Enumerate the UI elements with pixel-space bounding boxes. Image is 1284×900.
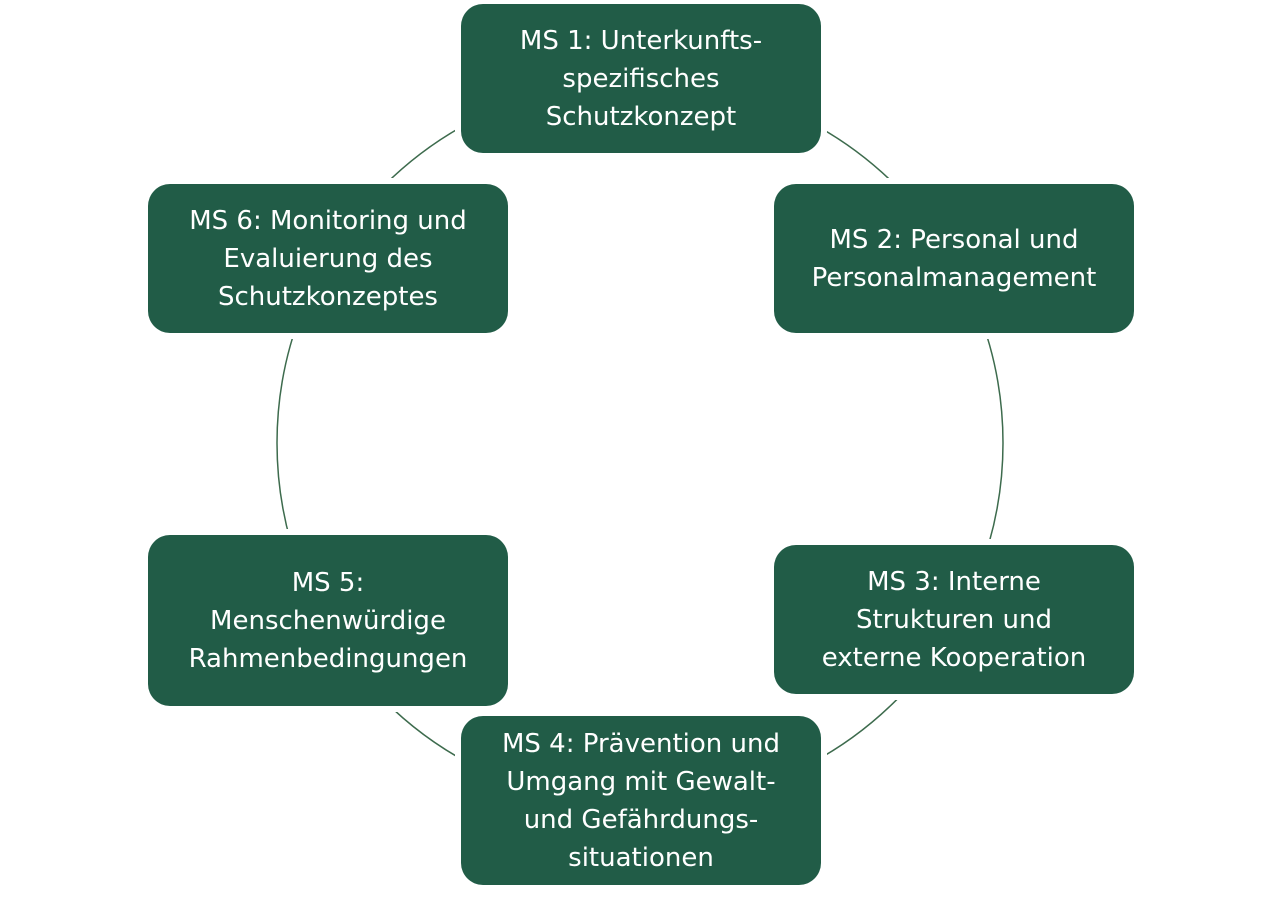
step-ms4-label: MS 4: Prävention und Umgang mit Gewalt- … <box>501 728 780 873</box>
step-ms1-label: MS 1: Unterkunfts- spezifisches Schutzko… <box>519 25 763 132</box>
step-ms2-label: MS 2: Personal und Personalmanagement <box>811 224 1097 293</box>
step-ms6-label: MS 6: Monitoring und Evaluierung des Sch… <box>189 205 467 312</box>
step-ms4: MS 4: Prävention und Umgang mit Gewalt- … <box>461 716 821 885</box>
step-ms5-label: MS 5: Menschenwürdige Rahmenbedingungen <box>188 567 468 674</box>
step-ms2: MS 2: Personal und Personalmanagement <box>774 184 1134 333</box>
step-ms6: MS 6: Monitoring und Evaluierung des Sch… <box>148 184 508 333</box>
step-ms5: MS 5: Menschenwürdige Rahmenbedingungen <box>148 535 508 706</box>
step-ms3: MS 3: Interne Strukturen und externe Koo… <box>774 545 1134 694</box>
step-ms3-label: MS 3: Interne Strukturen und externe Koo… <box>821 566 1087 673</box>
step-ms1: MS 1: Unterkunfts- spezifisches Schutzko… <box>461 4 821 153</box>
